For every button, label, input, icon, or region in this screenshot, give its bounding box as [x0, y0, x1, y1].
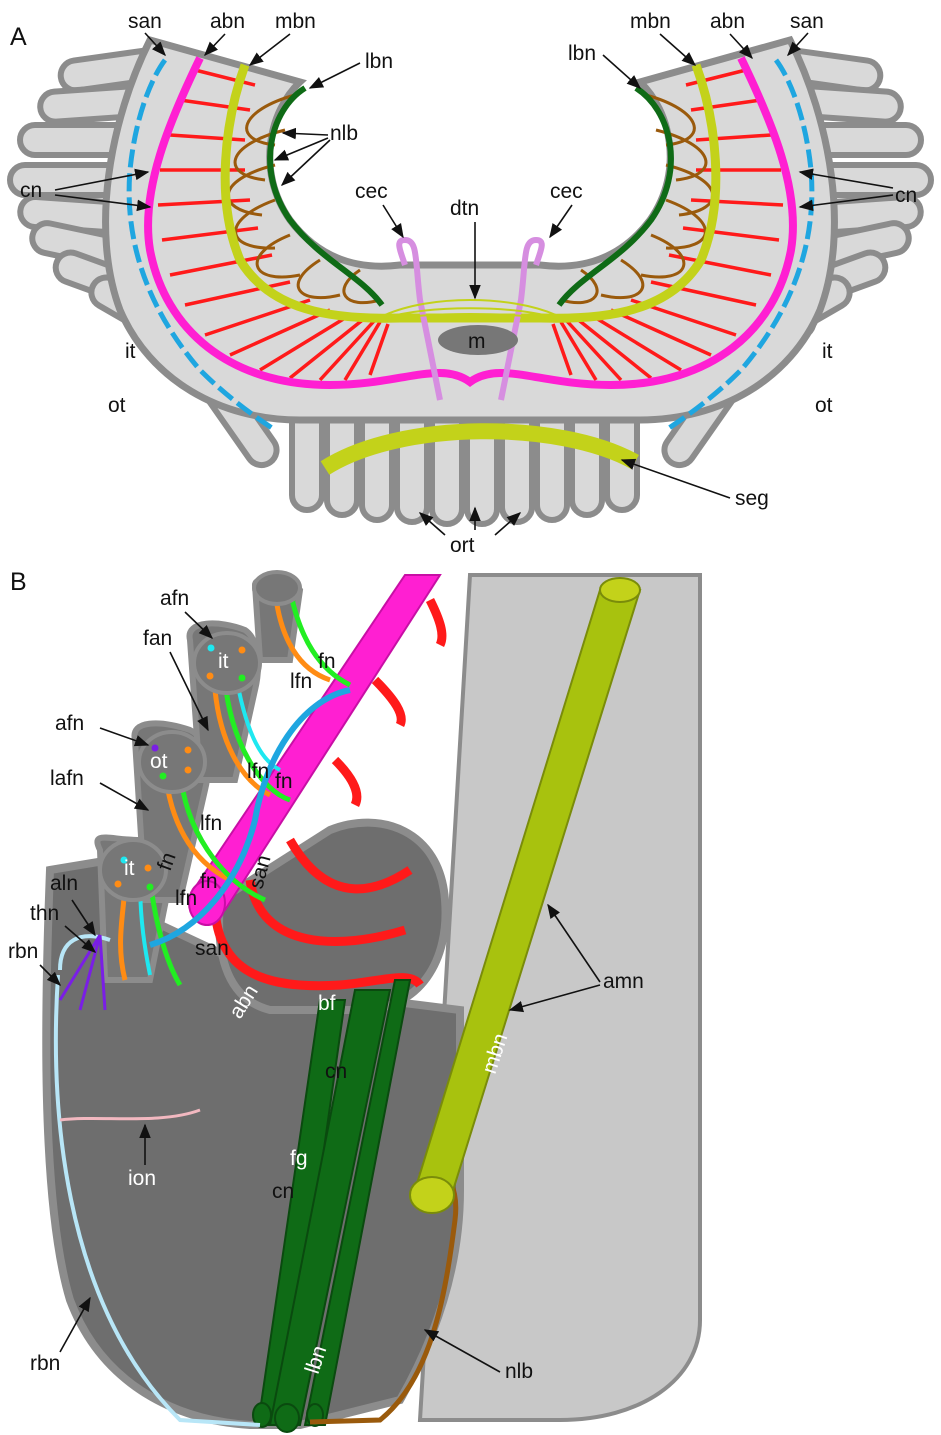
- label-fn-1: fn: [318, 650, 336, 673]
- label-dtn: dtn: [450, 197, 479, 220]
- mbn-rod-end-bottom: [410, 1177, 454, 1213]
- label-cn-left: cn: [20, 179, 42, 202]
- label-afn-top: afn: [160, 587, 189, 610]
- label-ot-right: ot: [815, 394, 833, 417]
- label-san-right: san: [790, 10, 824, 33]
- label-mbn-left: mbn: [275, 10, 316, 33]
- label-it-low: it: [124, 857, 135, 880]
- label-mbn-right: mbn: [630, 10, 671, 33]
- lophophore-body: [106, 40, 835, 420]
- label-aln: aln: [50, 872, 78, 895]
- label-fg: fg: [290, 1147, 308, 1170]
- label-fn-2: fn: [275, 770, 293, 793]
- label-nlb: nlb: [330, 122, 358, 145]
- tip-top-cut: [254, 572, 300, 604]
- label-nlb-b: nlb: [505, 1360, 533, 1383]
- panel-letter-b: B: [10, 568, 27, 596]
- label-afn-mid: afn: [55, 712, 84, 735]
- label-rbn-upper: rbn: [8, 940, 38, 963]
- label-lafn: lafn: [50, 767, 84, 790]
- label-fan: fan: [143, 627, 172, 650]
- mbn-rod-end-top: [600, 578, 640, 602]
- panel-a: A san abn mbn lbn nlb cn cec dtn cec lbn…: [10, 10, 931, 557]
- label-lbn-right: lbn: [568, 42, 596, 65]
- label-thn: thn: [30, 902, 59, 925]
- label-fn-3: fn: [200, 870, 218, 893]
- label-cec-left: cec: [355, 180, 388, 203]
- label-m: m: [468, 330, 486, 353]
- label-abn-right: abn: [710, 10, 745, 33]
- label-bf: bf: [318, 992, 336, 1015]
- stalk: [420, 575, 700, 1420]
- label-lfn-3: lfn: [200, 812, 222, 835]
- label-rbn-lower: rbn: [30, 1352, 60, 1375]
- label-ion: ion: [128, 1167, 156, 1190]
- panel-b: B afn fan afn lafn aln thn rbn it ot it …: [8, 568, 700, 1432]
- label-cn-lower: cn: [272, 1180, 294, 1203]
- label-lfn-4: lfn: [175, 887, 197, 910]
- label-lfn-1: lfn: [290, 670, 312, 693]
- label-cec-right: cec: [550, 180, 583, 203]
- label-san-left: san: [128, 10, 162, 33]
- label-cn-right: cn: [895, 184, 917, 207]
- label-it-right: it: [822, 340, 833, 363]
- label-it-top: it: [218, 650, 229, 673]
- label-ort: ort: [450, 534, 475, 557]
- panel-letter-a: A: [10, 23, 27, 51]
- label-seg: seg: [735, 487, 769, 510]
- label-lbn-left: lbn: [365, 50, 393, 73]
- label-it-left: it: [125, 340, 136, 363]
- label-cn-upper: cn: [325, 1060, 347, 1083]
- label-ot: ot: [150, 750, 168, 773]
- label-san-horiz: san: [195, 937, 229, 960]
- label-amn: amn: [603, 970, 644, 993]
- label-ot-left: ot: [108, 394, 126, 417]
- label-lfn-2: lfn: [247, 760, 269, 783]
- lbn-end-2: [275, 1404, 299, 1432]
- tip-ot: [139, 732, 205, 792]
- label-abn-left: abn: [210, 10, 245, 33]
